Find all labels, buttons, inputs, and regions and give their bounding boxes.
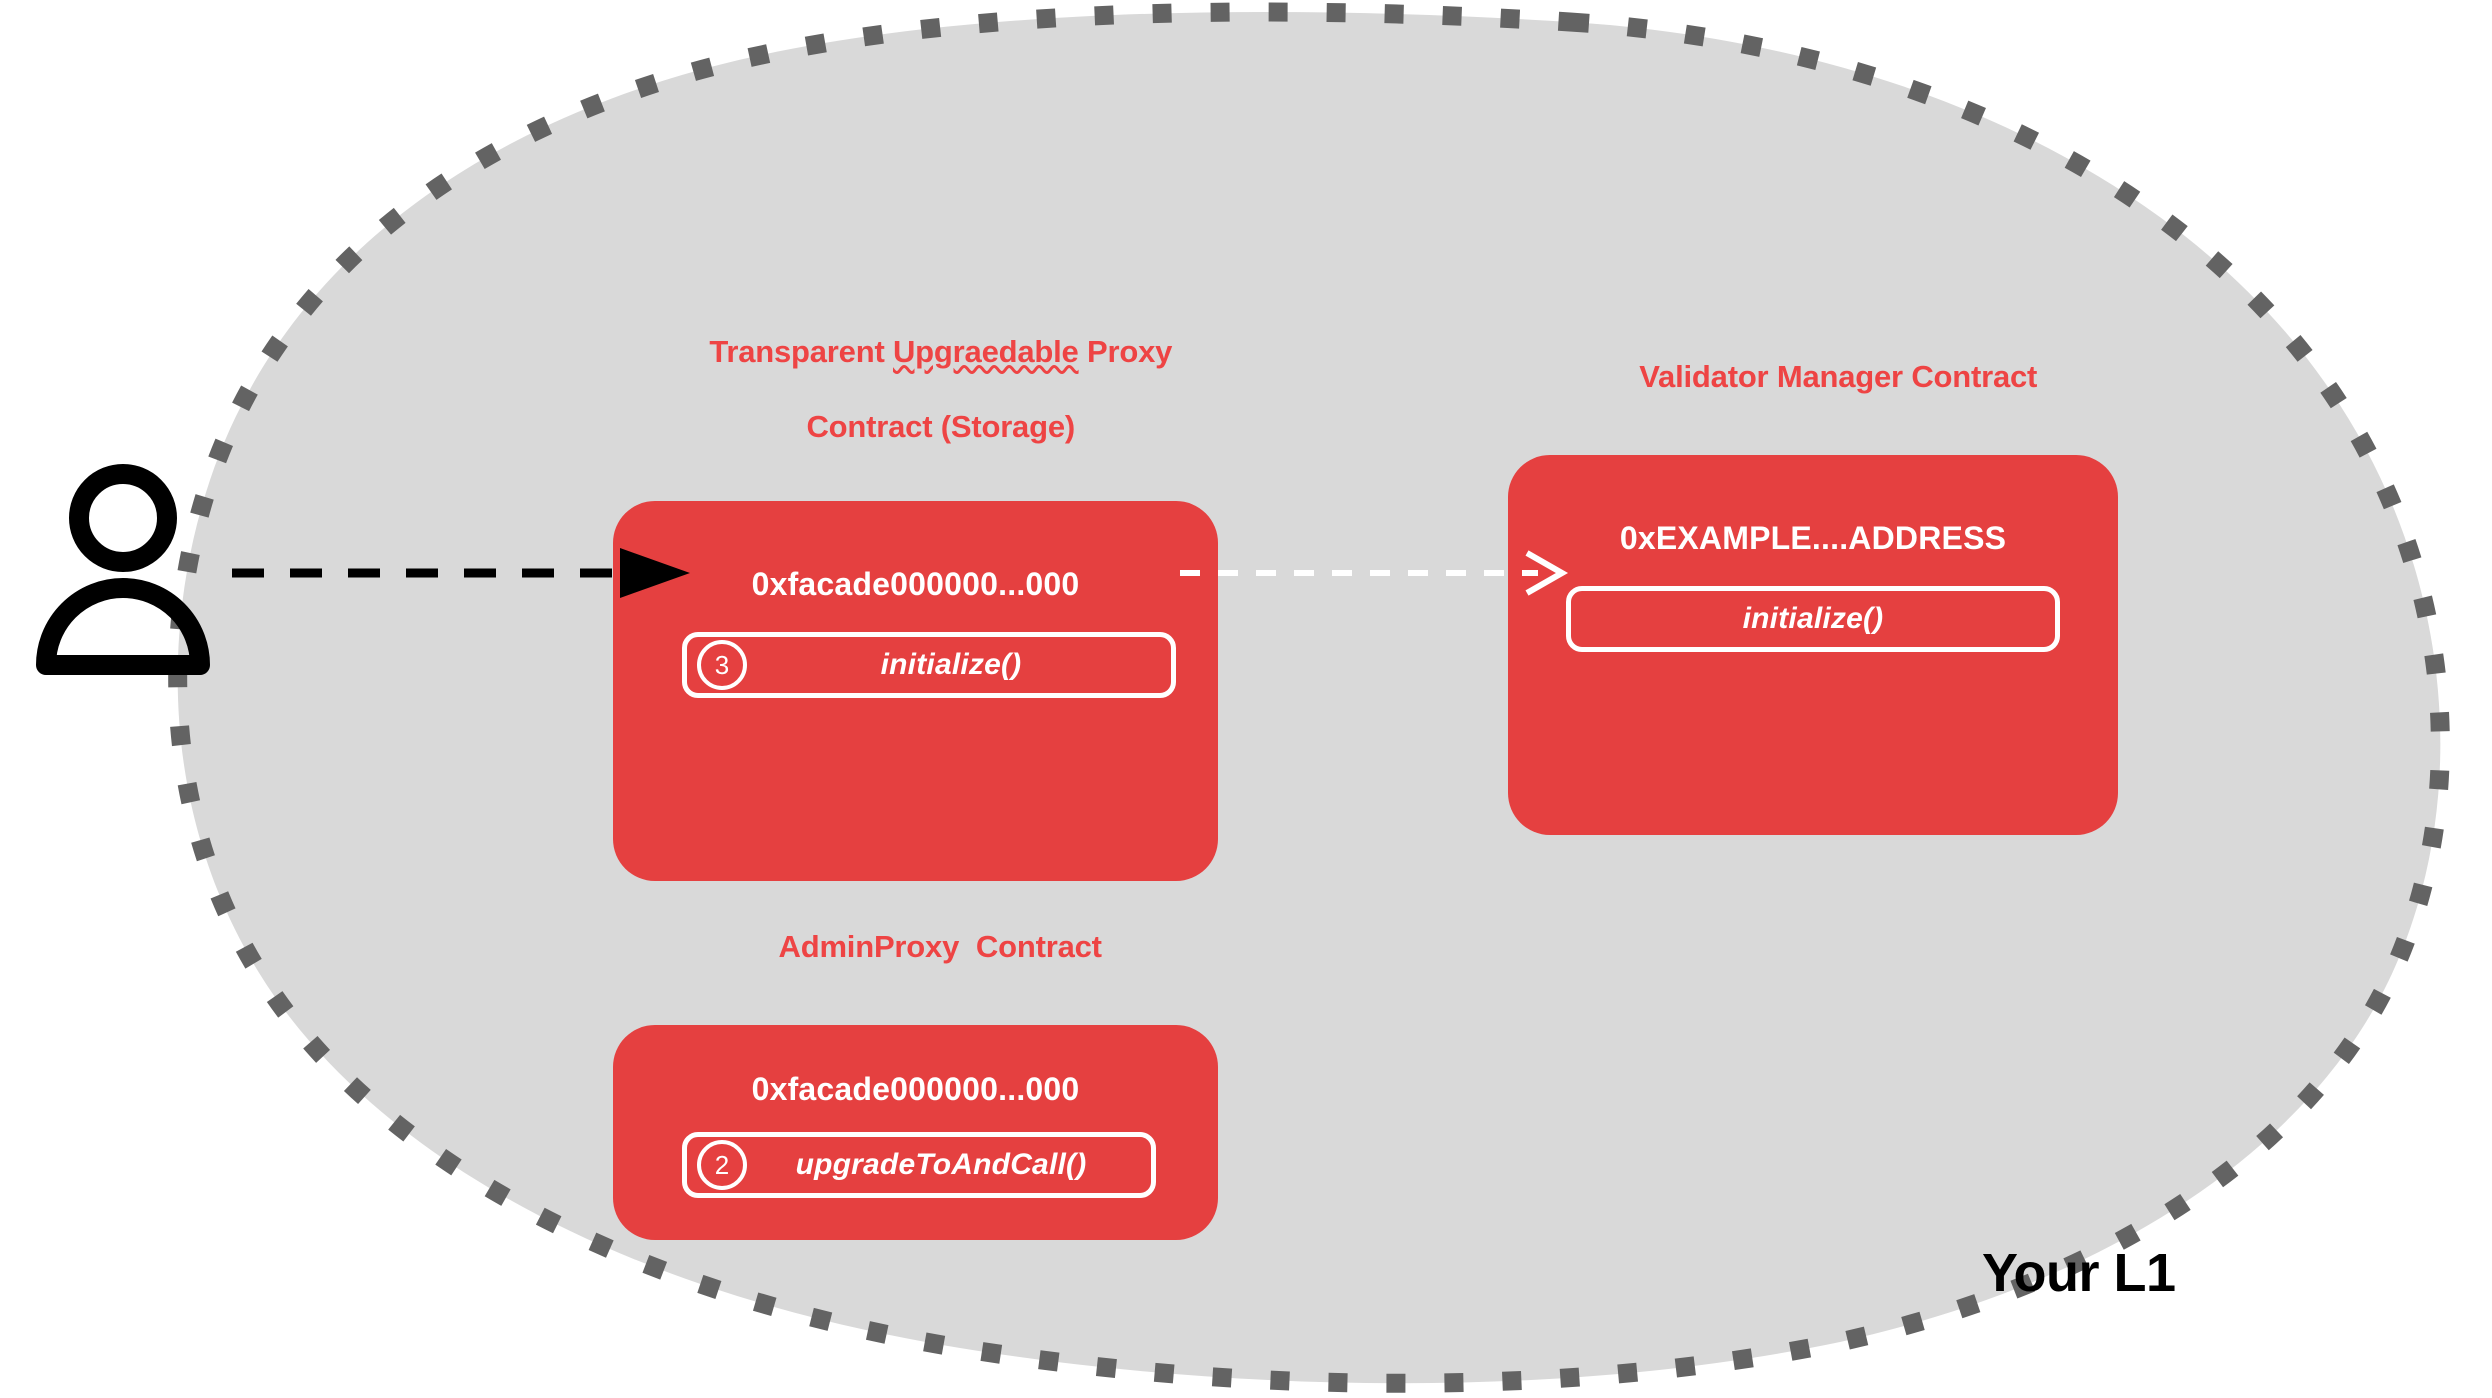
method-pill-initialize[interactable]: initialize() bbox=[1566, 586, 2060, 653]
step-badge: 2 bbox=[697, 1140, 747, 1191]
contract-address: 0xfacade000000...000 bbox=[751, 1071, 1080, 1108]
person-icon bbox=[36, 464, 210, 675]
contract-title: Transparent Upgraedable Proxy Contract (… bbox=[613, 295, 1218, 484]
contract-title: Validator Manager Contract bbox=[1508, 320, 2118, 433]
contract-card: 0xfacade000000...000 2 upgradeToAndCall(… bbox=[613, 1025, 1218, 1241]
step-badge: 3 bbox=[697, 640, 747, 691]
method-label: initialize() bbox=[1742, 602, 1884, 636]
contract-validator-manager: Validator Manager Contract 0xEXAMPLE....… bbox=[1508, 320, 2118, 836]
contract-card: 0xEXAMPLE....ADDRESS initialize() bbox=[1508, 455, 2118, 836]
contract-address: 0xEXAMPLE....ADDRESS bbox=[1619, 520, 2007, 557]
method-pill-upgrade-to-and-call[interactable]: 2 upgradeToAndCall() bbox=[682, 1132, 1156, 1199]
contract-transparent-upgradeable-proxy: Transparent Upgraedable Proxy Contract (… bbox=[613, 295, 1218, 882]
contract-title-part: AdminProxy Contract bbox=[778, 928, 1102, 964]
contract-title: AdminProxy Contract bbox=[613, 890, 1218, 1003]
contract-title-part: Transparent bbox=[709, 333, 893, 369]
contract-title-misspelled: Upgraedable bbox=[893, 333, 1079, 369]
contract-card: 0xfacade000000...000 3 initialize() bbox=[613, 501, 1218, 882]
method-label: upgradeToAndCall() bbox=[795, 1148, 1087, 1182]
contract-address: 0xfacade000000...000 bbox=[751, 566, 1080, 603]
contract-title-part: Proxy bbox=[1078, 333, 1173, 369]
contract-admin-proxy: AdminProxy Contract 0xfacade000000...000… bbox=[613, 890, 1218, 1241]
method-label: initialize() bbox=[880, 648, 1022, 682]
contract-title-part: Validator Manager Contract bbox=[1639, 358, 2038, 394]
method-pill-initialize[interactable]: 3 initialize() bbox=[682, 632, 1176, 699]
network-label: Your L1 bbox=[1982, 1243, 2176, 1303]
contract-title-line2: Contract (Storage) bbox=[806, 409, 1075, 445]
